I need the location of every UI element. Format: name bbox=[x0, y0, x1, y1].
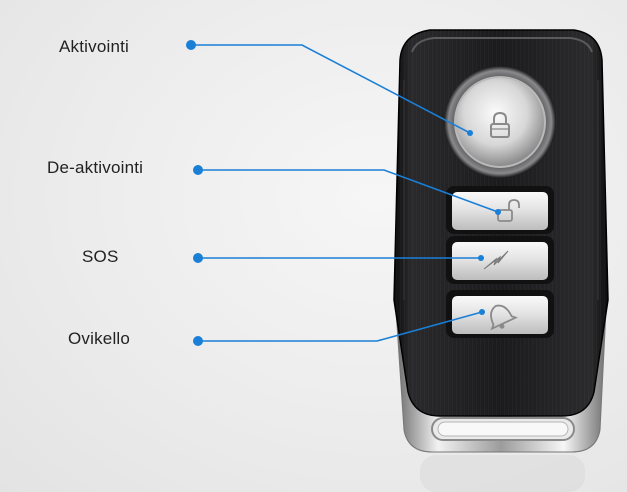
label-aktivointi: Aktivointi bbox=[59, 37, 130, 56]
callout-end-ovikello bbox=[479, 309, 485, 315]
callout-dots bbox=[186, 40, 203, 346]
callout-lines bbox=[191, 44, 499, 342]
arm-button[interactable] bbox=[444, 66, 556, 178]
lightning-icon bbox=[483, 250, 509, 270]
callout-dot-de-aktivointi bbox=[193, 165, 203, 175]
remote-reflection bbox=[420, 455, 585, 492]
callout-end-sos bbox=[478, 255, 484, 261]
callout-line-de-aktivointi bbox=[198, 169, 499, 213]
callout-dot-ovikello bbox=[193, 336, 203, 346]
label-sos: SOS bbox=[82, 247, 119, 266]
callout-line-ovikello bbox=[198, 311, 483, 342]
doorbell-button[interactable] bbox=[446, 290, 554, 338]
lock-icon bbox=[490, 111, 510, 138]
callout-dot-aktivointi bbox=[186, 40, 196, 50]
label-ovikello: Ovikello bbox=[68, 329, 131, 348]
bell-icon bbox=[490, 304, 518, 331]
callout-end-dots bbox=[467, 130, 501, 315]
callout-end-aktivointi bbox=[467, 130, 473, 136]
unlock-icon bbox=[497, 199, 520, 222]
sos-button[interactable] bbox=[446, 236, 554, 284]
callout-line-aktivointi bbox=[191, 44, 471, 134]
callout-end-de-aktivointi bbox=[495, 209, 501, 215]
label-de-aktivointi: De-aktivointi bbox=[47, 158, 144, 177]
callout-dot-sos bbox=[193, 253, 203, 263]
